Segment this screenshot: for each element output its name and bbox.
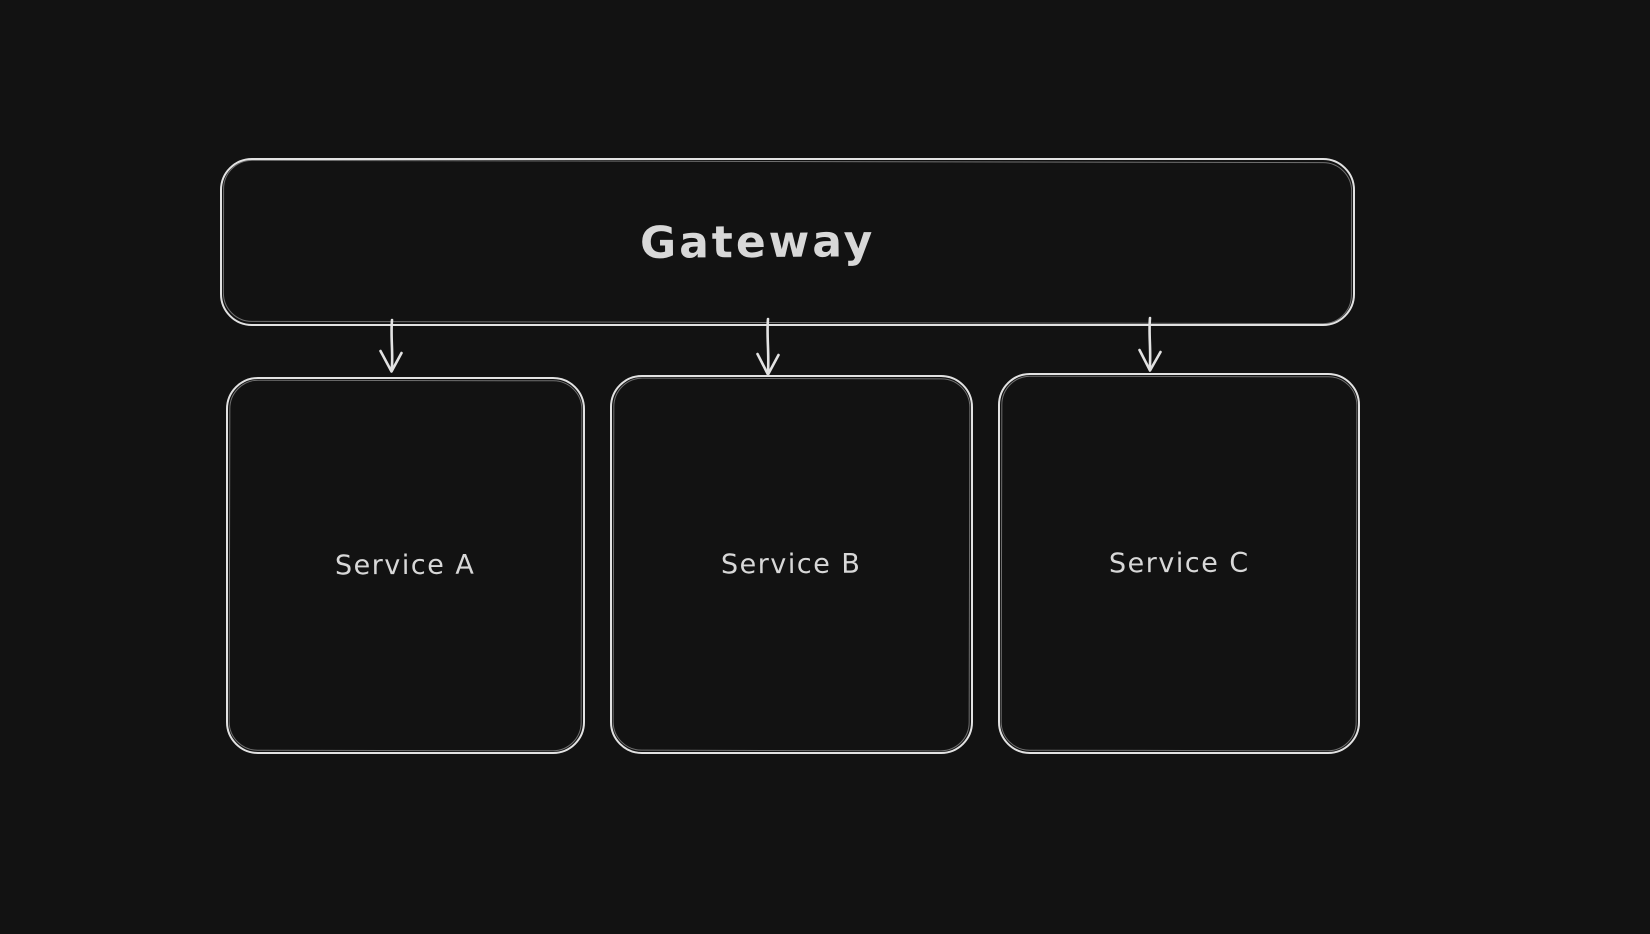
node-service-c[interactable]: Service C [998, 373, 1360, 754]
node-gateway-label: Gateway [639, 215, 876, 269]
arrow-head-icon [379, 349, 403, 373]
node-service-a[interactable]: Service A [226, 377, 585, 754]
arrow-head-icon [1138, 348, 1162, 372]
node-service-b-label: Service B [721, 548, 862, 581]
node-service-a-label: Service A [335, 549, 476, 582]
arrow-gateway-to-service-b[interactable] [756, 317, 780, 376]
arrow-gateway-to-service-a[interactable] [379, 318, 403, 373]
arrow-head-icon [756, 352, 780, 376]
node-gateway[interactable]: Gateway [220, 158, 1355, 326]
node-service-c-label: Service C [1108, 547, 1250, 580]
node-service-b[interactable]: Service B [610, 375, 973, 754]
